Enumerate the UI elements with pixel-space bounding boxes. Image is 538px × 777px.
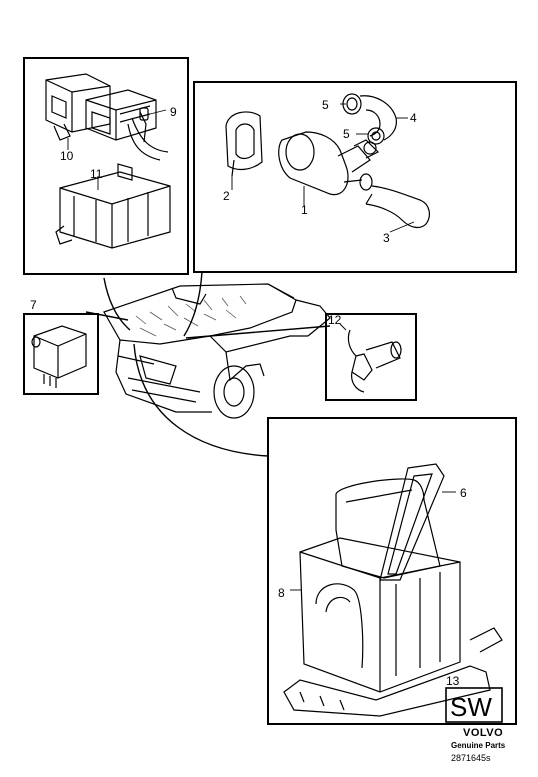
pump-detail-frame (193, 81, 517, 273)
part-id: 2871645s (451, 753, 491, 763)
callout-11: 11 (90, 167, 103, 181)
sensor-frame (325, 313, 417, 401)
relay-block-9 (85, 89, 169, 161)
callout-9: 9 (170, 105, 177, 119)
car-illustration (103, 283, 331, 419)
strap (379, 463, 445, 581)
callout-labels: 1 2 3 4 5 5 6 7 8 9 10 11 12 13 (30, 98, 467, 688)
mounting-bracket (283, 627, 503, 717)
clamp-5-lower (367, 127, 385, 145)
callout-7: 7 (30, 298, 37, 312)
pump-1 (278, 131, 380, 196)
callout-6: 6 (460, 486, 467, 500)
relay-block-10 (45, 73, 111, 141)
reservoir-6 (335, 478, 441, 579)
callout-13: 13 (446, 674, 460, 688)
brand-subtitle: Genuine Parts (451, 741, 506, 750)
sensor-12 (347, 329, 402, 393)
callout-8: 8 (278, 586, 285, 600)
callout-4: 4 (410, 111, 417, 125)
control-unit-7 (31, 325, 87, 388)
callout-5-upper: 5 (322, 98, 329, 112)
callout-5-lower: 5 (343, 127, 350, 141)
sw-badge: SW (445, 687, 503, 723)
callout-2: 2 (223, 189, 230, 203)
relay-box-detail-frame (23, 57, 189, 275)
callout-1: 1 (301, 203, 308, 217)
sw-badge-text: SW (450, 692, 492, 722)
callout-leaders (67, 103, 456, 591)
bracket-2 (225, 111, 263, 177)
reservoir-detail-frame (267, 417, 517, 725)
callout-10: 10 (60, 149, 74, 163)
brand-name: VOLVO (463, 727, 504, 739)
callout-3: 3 (383, 231, 390, 245)
bracket-11 (55, 163, 171, 249)
callout-12: 12 (328, 313, 342, 327)
hose-3 (365, 185, 430, 229)
leader-lines (85, 271, 331, 457)
housing-8 (299, 537, 461, 693)
control-unit-frame (23, 313, 99, 395)
